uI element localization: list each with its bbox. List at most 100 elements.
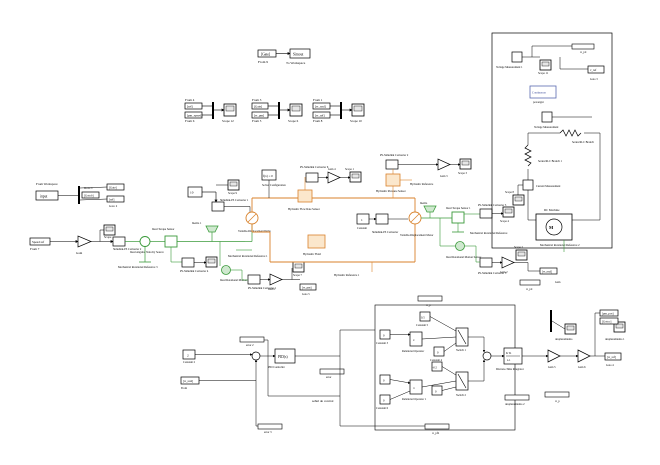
gain3-block[interactable] — [437, 158, 451, 171]
simulink-ps1-block[interactable] — [211, 201, 225, 212]
current-meas-label: Current Measurement — [536, 185, 561, 188]
ps-sim1-label: PS-Simulink Converter 1 — [248, 287, 277, 290]
goto-bottom-right[interactable] — [604, 352, 622, 361]
ideal-motion-sensor1[interactable] — [221, 265, 231, 275]
gain4-label: Gain 4 — [328, 168, 336, 171]
mech-ref-label: Mechanical Rotational Reference — [470, 232, 508, 235]
scope11-label: Scope 11 — [538, 72, 549, 75]
scope1-label: Scope 1 — [345, 168, 355, 171]
mux-bar-2 — [278, 102, 280, 119]
relational-operator[interactable] — [409, 331, 423, 347]
constant3-block[interactable] — [379, 329, 391, 340]
group-electric: Voltage Measurement 1 Scope 11 w_pd v_re… — [491, 32, 613, 252]
series-rlc-branch1[interactable] — [524, 144, 532, 167]
from3-label: From 3 — [252, 98, 262, 102]
scope9-label: Scope 9 — [228, 192, 238, 195]
relational-operator1[interactable] — [409, 379, 423, 395]
inertia-block[interactable] — [423, 205, 437, 213]
to-workspace-block[interactable] — [289, 48, 311, 59]
gain2-block[interactable] — [501, 256, 515, 269]
ps-simulink4-block[interactable] — [181, 257, 195, 268]
voltage-meas1-label: Voltage Measurement 1 — [496, 66, 523, 69]
const-10-value: 10 — [190, 191, 194, 195]
ps-simulink1-block[interactable] — [247, 274, 261, 285]
gain-block[interactable] — [77, 235, 92, 248]
group-speed-ref: Speed ref From 7 Gain Scope Simulink-PS … — [29, 224, 142, 255]
constant6-label: Constant 6 — [376, 407, 389, 410]
gain6-label: Gain 6 — [578, 366, 586, 369]
simulink-ps-label: Simulink-PS Converter — [372, 231, 398, 234]
sum-block[interactable] — [251, 351, 261, 361]
constant4-label: Constant 4 — [430, 359, 443, 362]
pwm-mux-bar — [550, 310, 552, 332]
gain4-block[interactable] — [327, 171, 341, 184]
from5-label: From 5 — [252, 119, 262, 123]
gain6-block[interactable] — [577, 349, 591, 363]
speed-ref-tag: Speed ref — [32, 240, 45, 244]
ps-simulink6-block[interactable] — [305, 172, 319, 183]
series-rlc-branch[interactable] — [559, 129, 582, 137]
goto-w-real-tag: [w_real] — [542, 270, 552, 274]
group-mech-left: Ideal Angular Velocity Source Mechanical… — [118, 228, 218, 273]
mech-ref3-label: Mechanical Rotational Reference 3 — [118, 266, 158, 269]
group-pid: error 2 2 Constant 2 [w_real] From PID(s… — [180, 336, 345, 434]
inertia1-block[interactable] — [205, 225, 219, 233]
constant4-block[interactable] — [433, 346, 445, 357]
gain5-block[interactable] — [547, 349, 561, 363]
constant-neg-block[interactable] — [379, 374, 391, 385]
simulink-ps1-label: Simulink-PS Converter 1 — [220, 199, 249, 202]
dti-label: Discrete-Time Integrator — [496, 368, 524, 371]
goto1-label: Goto 1 — [84, 186, 93, 190]
constant2-block[interactable] — [182, 349, 196, 360]
hydraulic-fluid-block[interactable] — [307, 234, 326, 249]
ps-simulink5-block[interactable] — [479, 257, 493, 268]
scope10-label: Scope 10 — [350, 119, 362, 123]
simulink-ps2-block[interactable] — [112, 236, 126, 247]
error-label: error — [326, 376, 332, 379]
hydraulic-flow-rate-sensor[interactable] — [297, 189, 313, 203]
voltage-measurement[interactable] — [541, 111, 553, 123]
goto-gotoc[interactable] — [599, 317, 619, 325]
from-workspace-value: input — [40, 195, 47, 199]
scope-label: Scope — [104, 235, 112, 239]
constant-block[interactable] — [356, 213, 370, 225]
constant-zero-lower-value: 0 — [435, 390, 437, 394]
series-rlc1-label: Series RLC Branch 1 — [538, 160, 562, 163]
simulink-ps-block[interactable] — [375, 213, 389, 225]
ps-simulink3-block[interactable] — [479, 208, 493, 219]
ps-simulink2-block[interactable] — [385, 159, 399, 170]
ideal-torque-sensor1[interactable] — [451, 211, 465, 224]
w-pfb-display — [424, 423, 450, 430]
voltage-measurement1[interactable] — [511, 51, 523, 63]
goto-gotob[interactable] — [81, 191, 100, 199]
ideal-angular-velocity-source[interactable] — [139, 236, 151, 247]
goto5-label: Goto 5 — [302, 293, 310, 296]
ideal-motion-sensor[interactable] — [455, 241, 465, 251]
error2-display — [239, 336, 265, 343]
ideal-torque-sensor[interactable] — [164, 235, 178, 248]
dc-machine-rotor — [545, 218, 563, 236]
goto-v-ref[interactable] — [587, 65, 605, 74]
ideal-torque-label: Ideal Torque Sensor — [152, 228, 175, 231]
sum-pwm[interactable] — [482, 351, 492, 361]
error2-label: error 2 — [246, 344, 254, 347]
scope3-label: Scope 3 — [458, 172, 468, 175]
from1-tag: [w_real] — [315, 105, 326, 109]
constant-zero-lower[interactable] — [431, 385, 443, 396]
powergui-block[interactable] — [529, 85, 557, 99]
current-measurement[interactable] — [522, 179, 534, 191]
goto-w-pm[interactable] — [299, 283, 317, 291]
pid-label: PID Controller — [268, 366, 285, 369]
from8-tag: [w_ref] — [315, 114, 325, 118]
constant6-block[interactable] — [379, 394, 391, 405]
gain1-block[interactable] — [269, 273, 283, 286]
inertia-label: Inertia — [420, 202, 428, 205]
rel-op1-label: Relational Operator 1 — [402, 398, 427, 401]
constant-neg05-value: -0.5 — [433, 367, 438, 370]
hydraulic-pressure-sensor[interactable] — [385, 173, 401, 187]
ps-sim6-label: PS-Simulink Converter 6 — [300, 166, 329, 169]
scope7-label: Scope 7 — [293, 274, 303, 277]
w-pd-top-display — [571, 43, 595, 50]
desplaza1-label: desplazamiento 1 — [605, 338, 625, 341]
hyd-ref-label: Hydraulic Reference — [410, 183, 434, 186]
